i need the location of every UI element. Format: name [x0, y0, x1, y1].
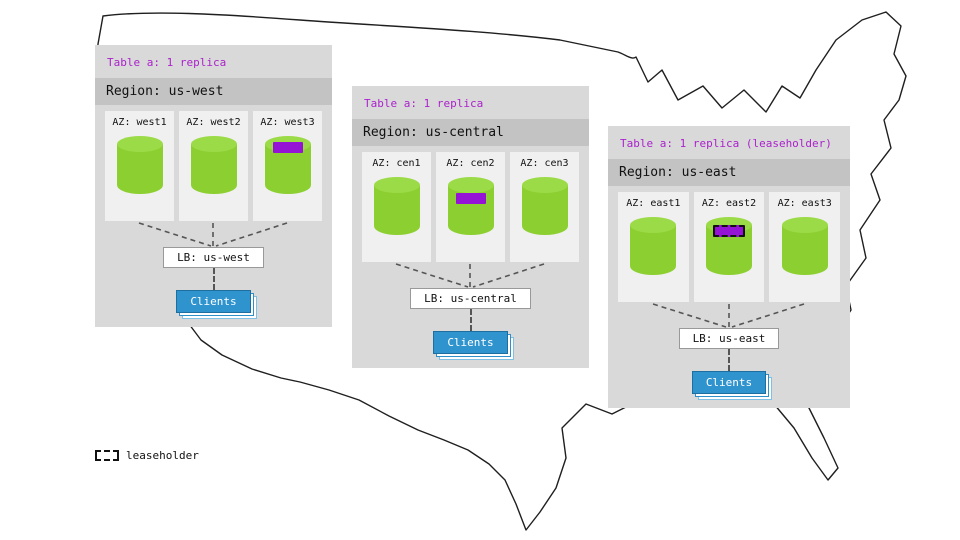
az-label: AZ: west2: [186, 117, 241, 128]
az-row: AZ: west1 AZ: west2 AZ: west3: [95, 105, 332, 221]
load-balancer-box: LB: us-central: [410, 288, 531, 309]
az-label: AZ: cen3: [520, 158, 569, 169]
db-cylinder-icon: [781, 217, 828, 275]
az-row: AZ: cen1 AZ: cen2 AZ: cen3: [352, 146, 589, 262]
db-cylinder-icon: [373, 177, 420, 235]
lb-client-connector: [469, 309, 472, 331]
az-box-west1: AZ: west1: [105, 111, 174, 221]
replica-range: [272, 142, 303, 153]
region-panel-us-east: Table a: 1 replica (leaseholder) Region:…: [608, 126, 850, 408]
region-label: Region: us-central: [352, 119, 589, 146]
az-box-cen3: AZ: cen3: [510, 152, 579, 262]
az-box-east1: AZ: east1: [618, 192, 689, 302]
db-cylinder-icon: [116, 136, 163, 194]
table-label: Table a: 1 replica (leaseholder): [620, 137, 832, 150]
region-panel-us-west: Table a: 1 replica Region: us-west AZ: w…: [95, 45, 332, 327]
db-cylinder-icon: [521, 177, 568, 235]
az-box-west3: AZ: west3: [253, 111, 322, 221]
az-box-east3: AZ: east3: [769, 192, 841, 302]
az-box-cen1: AZ: cen1: [362, 152, 431, 262]
region-label: Region: us-east: [608, 159, 850, 186]
lb-client-connector: [728, 349, 730, 371]
load-balancer-box: LB: us-west: [163, 247, 264, 268]
region-panel-us-central: Table a: 1 replica Region: us-central AZ…: [352, 86, 589, 368]
legend: leaseholder: [95, 449, 199, 462]
az-label: AZ: east1: [626, 198, 681, 209]
az-label: AZ: west3: [260, 117, 315, 128]
connector-lines: [652, 303, 805, 328]
load-balancer-box: LB: us-east: [678, 328, 780, 349]
leaseholder-range: [713, 225, 745, 237]
db-cylinder-icon: [264, 136, 311, 194]
az-label: AZ: east2: [701, 198, 757, 209]
az-label: AZ: cen2: [446, 158, 495, 169]
az-row: AZ: east1 AZ: east2 AZ: east3: [608, 186, 850, 302]
legend-label: leaseholder: [126, 449, 199, 462]
db-cylinder-icon: [447, 177, 494, 235]
db-cylinder-icon: [190, 136, 237, 194]
leaseholder-swatch-icon: [95, 450, 119, 461]
az-label: AZ: east3: [777, 198, 832, 209]
az-box-cen2: AZ: cen2: [436, 152, 505, 262]
table-label: Table a: 1 replica: [107, 56, 227, 69]
db-cylinder-icon: [630, 217, 677, 275]
replica-range: [455, 193, 486, 204]
connector-lines: [138, 222, 288, 247]
db-cylinder-icon: [706, 217, 752, 275]
az-box-west2: AZ: west2: [179, 111, 248, 221]
az-label: AZ: west1: [112, 117, 167, 128]
az-box-east2: AZ: east2: [693, 192, 765, 302]
connector-lines: [395, 263, 545, 288]
clients-box: Clients: [176, 290, 251, 313]
table-label: Table a: 1 replica: [364, 97, 484, 110]
clients-box: Clients: [691, 371, 767, 394]
region-label: Region: us-west: [95, 78, 332, 105]
lb-client-connector: [212, 268, 215, 290]
clients-box: Clients: [433, 331, 508, 354]
az-label: AZ: cen1: [372, 158, 421, 169]
